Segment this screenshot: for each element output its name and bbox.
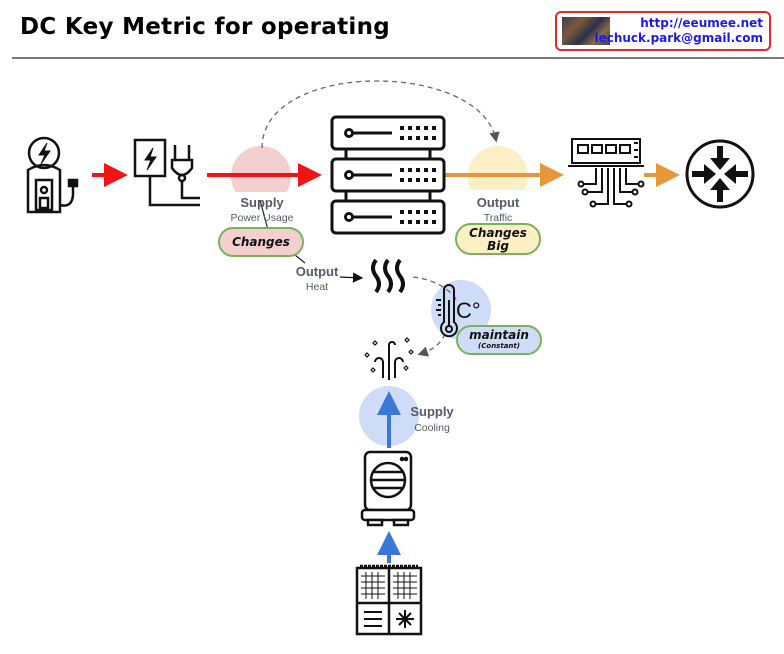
cooling-name-label: Cooling — [414, 422, 450, 434]
power-name-label: Power Usage — [230, 212, 293, 224]
chiller-unit-icon — [355, 564, 423, 636]
heat-name-label: Heat — [306, 281, 328, 293]
server-rack-icon — [330, 115, 446, 235]
cool-airflow-icon — [364, 337, 414, 380]
power-behavior-text: Changes — [232, 235, 290, 249]
heat-temp-relation-line — [412, 276, 457, 301]
traffic-behavior-pill: Changes Big — [455, 223, 541, 255]
temp-airflow-relation-arrow — [417, 333, 446, 357]
heat-output-arrow — [339, 272, 364, 283]
router-icon — [685, 139, 755, 209]
power-kind-label: Supply — [240, 195, 284, 210]
power-behavior-pill: Changes — [218, 227, 304, 257]
power-station-icon — [26, 136, 79, 214]
air-cooler-icon — [360, 450, 416, 527]
thermometer-celsius-icon — [436, 284, 458, 338]
heat-kind-label: Output — [296, 264, 339, 279]
power-traffic-relation-arrow — [261, 80, 500, 149]
title-divider — [12, 57, 784, 59]
traffic-kind-label: Output — [477, 195, 520, 210]
network-switch-icon — [568, 138, 645, 208]
temperature-behavior-pill: maintain (Constant) — [456, 325, 542, 355]
traffic-behavior-line1: Changes — [469, 226, 527, 240]
temperature-behavior-text: maintain — [469, 328, 529, 342]
heat-waves-icon — [371, 258, 405, 294]
traffic-behavior-line2: Big — [487, 239, 509, 253]
cooling-kind-label: Supply — [410, 404, 454, 419]
author-email[interactable]: lechuck.park@gmail.com — [594, 31, 763, 45]
author-url[interactable]: http://eeumee.net — [640, 16, 763, 30]
power-plug-icon — [133, 138, 200, 207]
celsius-unit: C° — [456, 298, 481, 323]
traffic-name-label: Traffic — [484, 212, 513, 224]
temperature-behavior-note: (Constant) — [478, 342, 520, 350]
author-photo — [562, 17, 610, 45]
author-badge: http://eeumee.net lechuck.park@gmail.com — [555, 11, 771, 51]
page-title: DC Key Metric for operating — [20, 14, 391, 40]
